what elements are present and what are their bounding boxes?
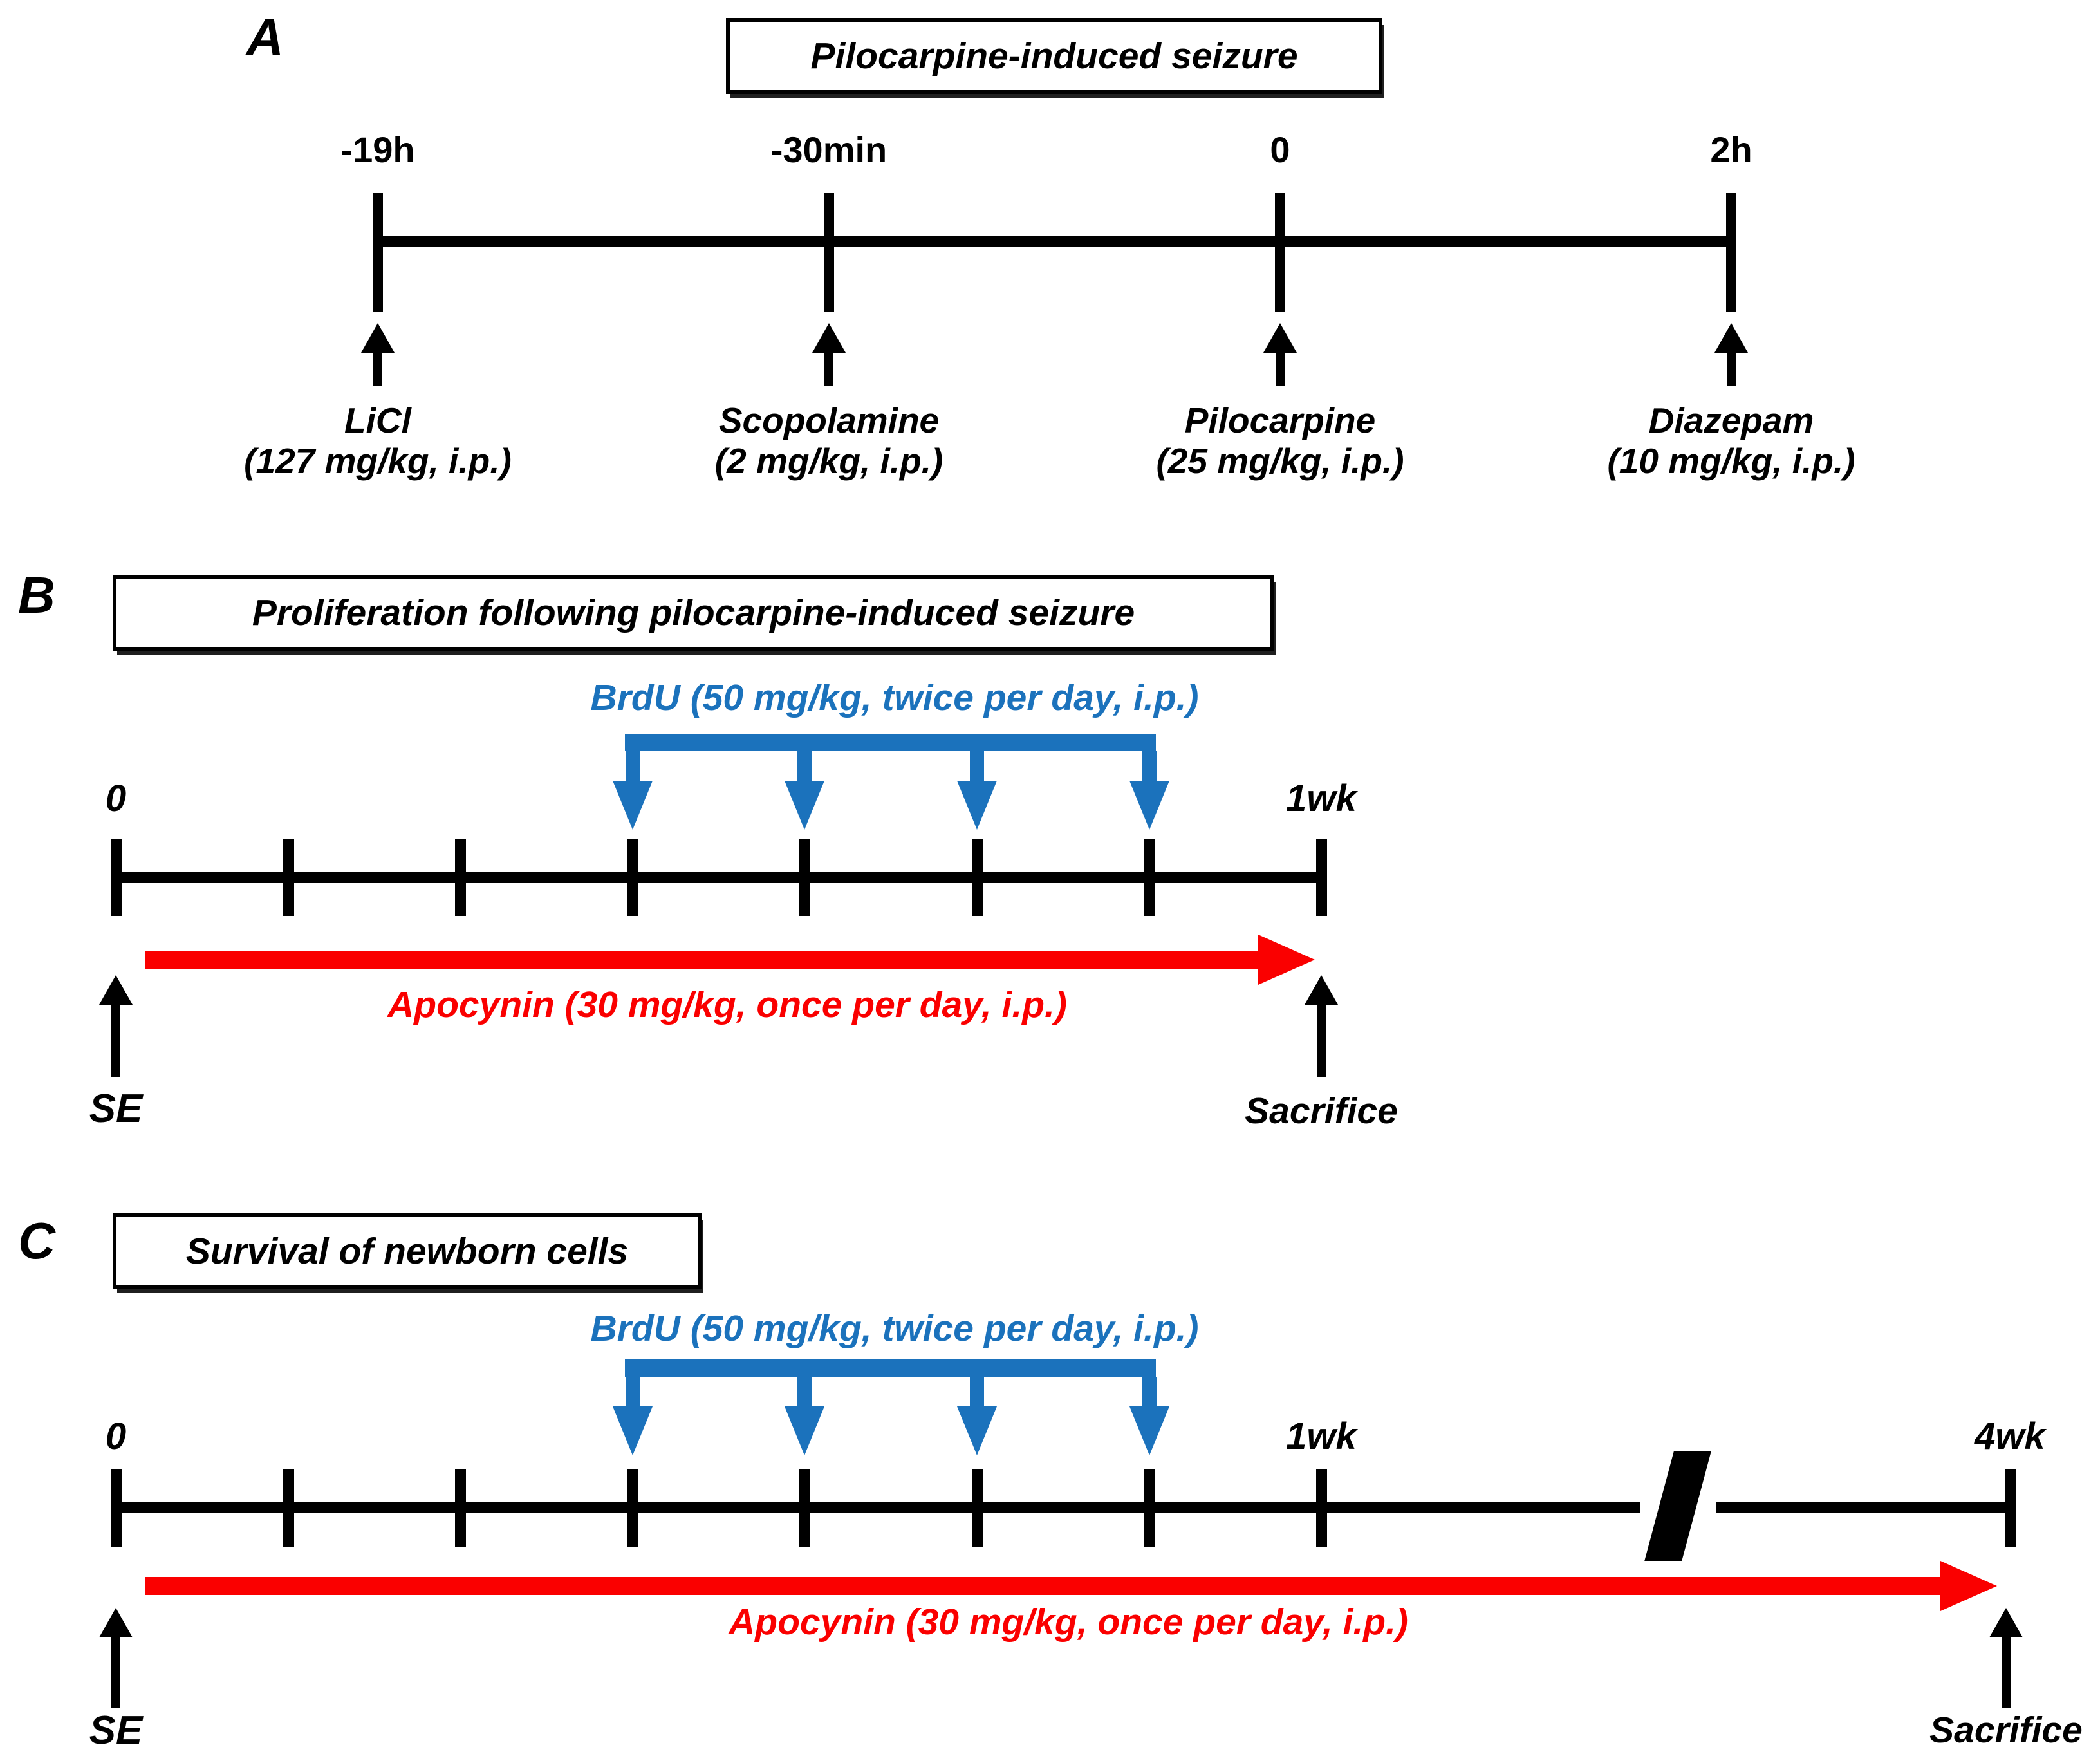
panel-c-tick [1316, 1469, 1327, 1547]
panel-b-tick [283, 839, 294, 916]
up-arrow-icon [99, 1608, 133, 1708]
panel-a-time-zero: 0 [1270, 129, 1290, 170]
panel-c-tick [1144, 1469, 1155, 1547]
panel-a-tick [1275, 193, 1285, 312]
up-arrow-icon [1305, 975, 1338, 1077]
panel-c-start-label: 0 [105, 1415, 127, 1457]
up-arrow-icon [812, 323, 846, 386]
drug-label-scopolamine: Scopolamine (2 mg/kg, i.p.) [715, 400, 943, 482]
panel-b-end-label: 1wk [1286, 778, 1357, 819]
panel-b-title: Proliferation following pilocarpine-indu… [252, 592, 1135, 633]
panel-b-tick [972, 839, 983, 916]
panel-b-letter: B [18, 566, 55, 624]
drug-dose: (10 mg/kg, i.p.) [1607, 441, 1855, 481]
drug-name: Scopolamine [718, 400, 940, 440]
panel-a-time-minus30min: -30min [770, 129, 887, 170]
panel-b-tick [455, 839, 466, 916]
up-arrow-icon [1989, 1608, 2023, 1708]
brdu-label-b: BrdU (50 mg/kg, twice per day, i.p.) [590, 677, 1199, 718]
panel-b-start-label: 0 [105, 778, 127, 819]
drug-name: Pilocarpine [1184, 400, 1376, 440]
up-arrow-icon [361, 323, 395, 386]
panel-b-tick [1316, 839, 1327, 916]
panel-c-tick [111, 1469, 122, 1547]
up-arrow-icon [99, 975, 133, 1077]
drug-name: LiCl [344, 400, 411, 440]
panel-c-timeline [116, 1502, 2010, 1513]
panel-a-time-2h: 2h [1710, 129, 1752, 170]
sacrifice-label-b: Sacrifice [1245, 1090, 1398, 1132]
panel-c-week1-label: 1wk [1286, 1415, 1357, 1457]
drug-label-pilocarpine: Pilocarpine (25 mg/kg, i.p.) [1156, 400, 1404, 482]
panel-a-tick [373, 193, 383, 312]
down-arrow-icon [613, 1377, 653, 1455]
panel-c-tick [972, 1469, 983, 1547]
panel-c-end-label: 4wk [1975, 1415, 2045, 1457]
panel-a-title: Pilocarpine-induced seizure [810, 35, 1298, 77]
panel-b-timeline [116, 872, 1321, 883]
panel-c-tick [455, 1469, 466, 1547]
down-arrow-icon [1129, 751, 1169, 830]
down-arrow-icon [957, 1377, 997, 1455]
panel-c-tick [799, 1469, 810, 1547]
panel-a-letter: A [246, 8, 284, 66]
panel-a-timeline [378, 236, 1731, 247]
panel-a-tick [824, 193, 834, 312]
drug-dose: (127 mg/kg, i.p.) [244, 441, 512, 481]
up-arrow-icon [1714, 323, 1748, 386]
down-arrow-icon [785, 751, 824, 830]
right-arrow-icon [1940, 1561, 1997, 1611]
brdu-bracket-b [625, 734, 1156, 751]
panel-a-time-minus19h: -19h [340, 129, 415, 170]
up-arrow-icon [1263, 323, 1297, 386]
drug-label-diazepam: Diazepam (10 mg/kg, i.p.) [1607, 400, 1855, 482]
panel-c-tick [627, 1469, 638, 1547]
drug-dose: (25 mg/kg, i.p.) [1156, 441, 1404, 481]
panel-a-tick [1726, 193, 1736, 312]
down-arrow-icon [957, 751, 997, 830]
panel-a-title-box: Pilocarpine-induced seizure [726, 18, 1382, 94]
panel-c-tick-4wk [2005, 1469, 2016, 1547]
apocynin-arrow-b [145, 951, 1258, 969]
panel-b-tick [627, 839, 638, 916]
se-label-c: SE [89, 1708, 143, 1753]
panel-c-letter: C [18, 1212, 55, 1269]
panel-b-tick [111, 839, 122, 916]
down-arrow-icon [613, 751, 653, 830]
down-arrow-icon [1129, 1377, 1169, 1455]
panel-c-title: Survival of newborn cells [185, 1230, 629, 1272]
down-arrow-icon [785, 1377, 824, 1455]
drug-dose: (2 mg/kg, i.p.) [714, 441, 943, 481]
apocynin-label-c: Apocynin (30 mg/kg, once per day, i.p.) [729, 1601, 1408, 1643]
drug-label-licl: LiCl (127 mg/kg, i.p.) [244, 400, 512, 482]
brdu-bracket-c [625, 1359, 1156, 1377]
panel-b-tick [1144, 839, 1155, 916]
drug-name: Diazepam [1648, 400, 1814, 440]
panel-c-title-box: Survival of newborn cells [113, 1213, 702, 1289]
apocynin-arrow-c [145, 1577, 1940, 1595]
panel-c-tick [283, 1469, 294, 1547]
se-label-b: SE [89, 1087, 143, 1131]
panel-b-title-box: Proliferation following pilocarpine-indu… [113, 575, 1274, 651]
apocynin-label-b: Apocynin (30 mg/kg, once per day, i.p.) [387, 984, 1067, 1025]
brdu-label-c: BrdU (50 mg/kg, twice per day, i.p.) [590, 1308, 1199, 1349]
panel-b-tick [799, 839, 810, 916]
sacrifice-label-c: Sacrifice [1929, 1710, 2083, 1751]
